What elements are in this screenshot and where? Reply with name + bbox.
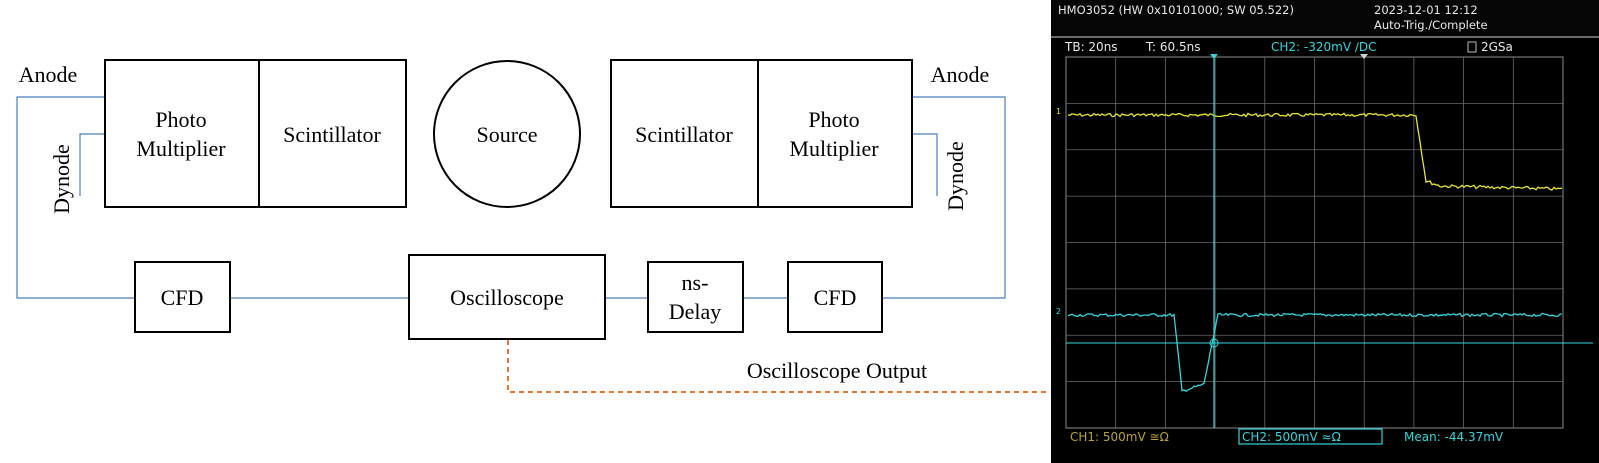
- oscilloscope-screenshot: HMO3052 (HW 0x10101000; SW 05.522) 2023-…: [1051, 0, 1599, 463]
- scope-model-text: HMO3052 (HW 0x10101000; SW 05.522): [1058, 3, 1294, 17]
- sample-rate-text: 2GSa: [1481, 40, 1513, 54]
- ch1-trace: [1067, 112, 1563, 191]
- ch1-marker: 1: [1056, 107, 1061, 116]
- cfd-right-label: CFD: [814, 285, 857, 310]
- scope-trigger-status-text: Auto-Trig./Complete: [1374, 18, 1488, 32]
- anode-right-label: Anode: [931, 62, 990, 87]
- channel-markers: 1 2: [1056, 107, 1061, 316]
- ch2-setting-text[interactable]: CH2: 500mV ≈Ω: [1242, 430, 1341, 444]
- right-scintillator-label: Scintillator: [635, 122, 733, 147]
- scope-status-line: TB: 20ns T: 60.5ns CH2: -320mV ∕DC 2GSa: [1064, 40, 1513, 54]
- scope-header: HMO3052 (HW 0x10101000; SW 05.522) 2023-…: [1058, 3, 1488, 32]
- source-circle: [433, 60, 581, 208]
- left-pmt-label-bottom: Multiplier: [136, 136, 226, 161]
- timebase-text: TB: 20ns: [1064, 40, 1118, 54]
- right-pmt-label-bottom: Multiplier: [789, 136, 879, 161]
- left-pmt-label-top: Photo: [155, 107, 206, 132]
- trigger-time-text: T: 60.5ns: [1145, 40, 1200, 54]
- left-scintillator-box: [258, 59, 407, 208]
- center-marker-icon: [1360, 54, 1368, 59]
- ch2-trigger-text: CH2: -320mV ∕DC: [1271, 40, 1377, 54]
- ch2-setting-box[interactable]: [1238, 428, 1383, 445]
- scope-traces: [1066, 54, 1593, 428]
- left-dynode-wire: [79, 133, 105, 196]
- trigger-position-icon: [1210, 54, 1218, 59]
- cfd-left-label: CFD: [161, 285, 204, 310]
- right-dynode-wire: [912, 133, 938, 196]
- scope-datetime-text: 2023-12-01 12:12: [1374, 3, 1478, 17]
- block-diagram: Photo Multiplier Scintillator Source Sci…: [16, 59, 1048, 393]
- trigger-point-marker: [1209, 338, 1219, 348]
- right-anode-wire: [882, 96, 1006, 299]
- oscilloscope-output-label: Oscilloscope Output: [747, 358, 927, 383]
- oscilloscope-label: Oscilloscope: [450, 285, 564, 310]
- scope-header-bar: [1051, 0, 1599, 36]
- dynode-right-label: Dynode: [943, 141, 968, 211]
- dynode-left-label: Dynode: [49, 144, 74, 214]
- cfd-left-box: [134, 261, 231, 333]
- left-scintillator-label: Scintillator: [283, 122, 381, 147]
- diagram-labels: Photo Multiplier Scintillator Source Sci…: [19, 62, 990, 383]
- right-scintillator-box: [610, 59, 759, 208]
- delay-box: [647, 261, 744, 333]
- component-boxes: [104, 59, 913, 340]
- delay-label-top: ns-: [682, 270, 709, 295]
- left-anode-wire: [16, 96, 135, 299]
- anode-left-label: Anode: [19, 62, 78, 87]
- cfd-right-box: [787, 261, 883, 333]
- ch2-marker: 2: [1056, 307, 1061, 316]
- scope-grid: [1066, 57, 1563, 428]
- oscilloscope-box: [408, 254, 606, 340]
- source-label: Source: [476, 122, 537, 147]
- measurement-text: Mean: -44.37mV: [1404, 430, 1504, 444]
- ch1-setting-text: CH1: 500mV ≅Ω: [1070, 430, 1169, 444]
- right-photomultiplier-box: [757, 59, 913, 208]
- left-photomultiplier-box: [104, 59, 260, 208]
- delay-label-bottom: Delay: [669, 299, 722, 324]
- right-pmt-label-top: Photo: [808, 107, 859, 132]
- signal-wires: [16, 96, 1006, 299]
- sample-rate-icon: [1467, 41, 1477, 53]
- scope-footer: CH1: 500mV ≅Ω CH2: 500mV ≈Ω Mean: -44.37…: [1070, 428, 1504, 445]
- ch2-trace: [1067, 312, 1563, 392]
